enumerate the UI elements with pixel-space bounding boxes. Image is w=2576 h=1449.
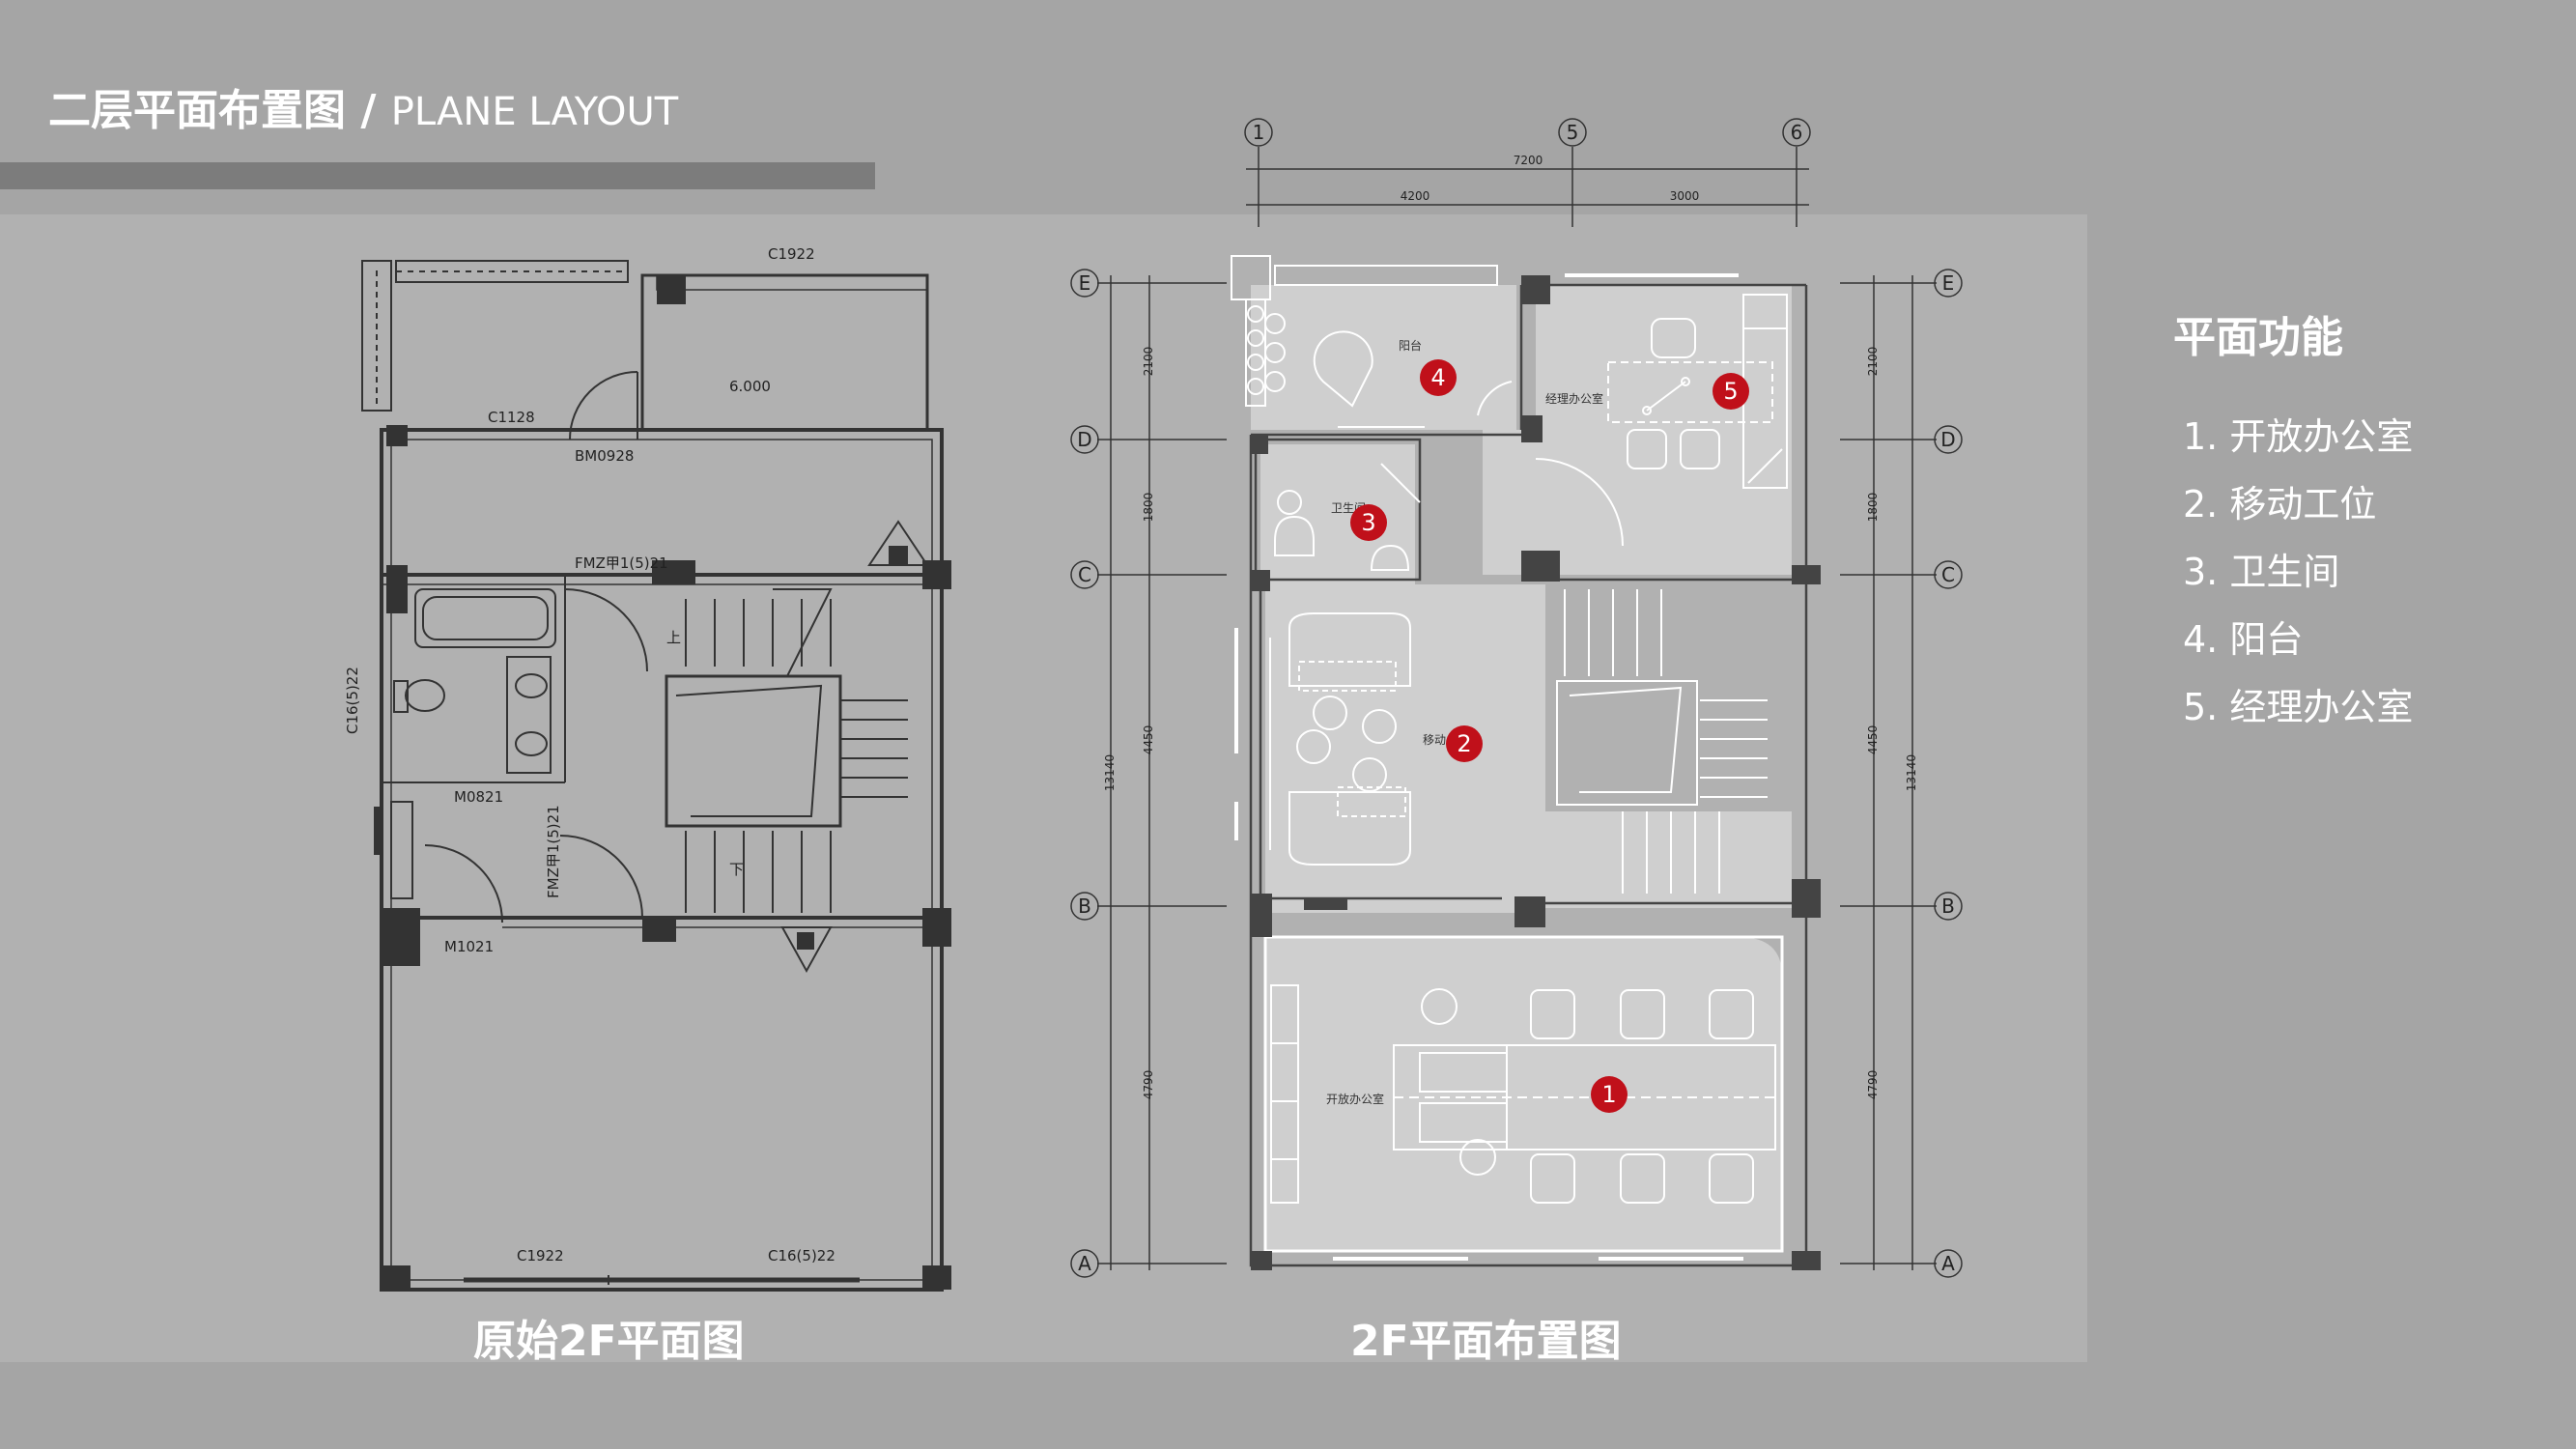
axis-left-D-circle <box>1070 425 1099 454</box>
axis-right-E-circle <box>1934 269 1963 298</box>
label-fmz-mid: FMZ甲1(5)21 <box>545 805 562 898</box>
label-stair-down: 下 <box>729 861 744 878</box>
axis-left-label-C: C <box>1078 563 1091 586</box>
label-c16-side: C16(5)22 <box>344 667 361 734</box>
marker-3-label: 3 <box>1361 509 1375 536</box>
dim-left-2100: 2100 <box>1142 347 1155 377</box>
label-c1922-top: C1922 <box>768 245 815 263</box>
marker-5 <box>1713 373 1749 410</box>
dim-top-left: 4200 <box>1401 189 1430 203</box>
axis-right-label-A: A <box>1941 1252 1955 1275</box>
dim-left-4450: 4450 <box>1142 725 1155 755</box>
dim-top-right: 3000 <box>1670 189 1700 203</box>
axis-top-label-6: 6 <box>1791 121 1803 144</box>
page-title: 二层平面布置图 / PLANE LAYOUT <box>48 75 678 137</box>
label-c1128: C1128 <box>488 409 535 426</box>
axis-left-label-A: A <box>1078 1252 1091 1275</box>
original-floor-plan: C1922 6.000 C1128 BM0928 FMZ甲1(5)21 C16(… <box>344 245 951 1292</box>
room-label-balcony: 阳台 <box>1399 338 1422 353</box>
axis-top-label-1: 1 <box>1253 121 1265 144</box>
dim-left-4790: 4790 <box>1142 1070 1155 1100</box>
functions-item: 1. 开放办公室 <box>2183 415 2414 458</box>
functions-item: 4. 阳台 <box>2183 618 2304 661</box>
axis-left-E-circle <box>1070 269 1099 298</box>
room-label-mobile: 移动 <box>1423 733 1446 747</box>
label-m1021: M1021 <box>444 938 494 955</box>
label-c16-bottom: C16(5)22 <box>768 1247 835 1264</box>
axis-left-label-D: D <box>1077 428 1091 451</box>
marker-1 <box>1591 1076 1628 1113</box>
dim-right-1800: 1800 <box>1866 493 1880 523</box>
axis-right-label-E: E <box>1942 271 1955 295</box>
marker-2-label: 2 <box>1457 730 1471 757</box>
marker-4 <box>1420 359 1457 396</box>
axis-right-label-B: B <box>1941 895 1955 918</box>
title-en: PLANE LAYOUT <box>390 90 679 134</box>
functions-item: 5. 经理办公室 <box>2183 686 2414 728</box>
axis-right-A-circle <box>1934 1249 1963 1278</box>
floor-layout-plan: 1 5 6 E D C B A E D C B A 7200 4200 3000… <box>1070 118 1963 1278</box>
dim-left-1800: 1800 <box>1142 493 1155 523</box>
axis-left-C-circle <box>1070 560 1099 589</box>
label-fmz-top: FMZ甲1(5)21 <box>575 554 668 572</box>
functions-item: 2. 移动工位 <box>2183 483 2377 526</box>
axis-top-5-circle <box>1558 118 1587 147</box>
room-label-open: 开放办公室 <box>1326 1092 1384 1106</box>
dim-left-total: 13140 <box>1103 754 1117 791</box>
axis-right-B-circle <box>1934 892 1963 921</box>
caption-original-plan: 原始2F平面图 <box>473 1317 745 1366</box>
label-c1922-bottom: C1922 <box>517 1247 564 1264</box>
dim-right-4450: 4450 <box>1866 725 1880 755</box>
functions-list: 1. 开放办公室 2. 移动工位 3. 卫生间 4. 阳台 5. 经理办公室 <box>2183 411 2413 749</box>
title-cn: 二层平面布置图 <box>48 86 346 135</box>
label-stair-up: 上 <box>666 629 681 646</box>
title-underline-bar <box>0 162 875 189</box>
label-m0821: M0821 <box>454 788 503 806</box>
axis-top-6-circle <box>1782 118 1811 147</box>
label-elevation: 6.000 <box>729 378 771 395</box>
functions-item: 3. 卫生间 <box>2183 551 2340 593</box>
marker-5-label: 5 <box>1723 378 1738 405</box>
dim-right-total: 13140 <box>1905 754 1918 791</box>
axis-right-D-circle <box>1934 425 1963 454</box>
title-separator: / <box>346 86 391 135</box>
marker-1-label: 1 <box>1601 1081 1616 1108</box>
axis-left-B-circle <box>1070 892 1099 921</box>
marker-4-label: 4 <box>1430 364 1445 391</box>
axis-left-A-circle <box>1070 1249 1099 1278</box>
dim-top-total: 7200 <box>1514 154 1543 167</box>
dim-right-2100: 2100 <box>1866 347 1880 377</box>
axis-left-label-B: B <box>1078 895 1091 918</box>
axis-top-label-5: 5 <box>1567 121 1579 144</box>
dim-right-4790: 4790 <box>1866 1070 1880 1100</box>
caption-layout-plan: 2F平面布置图 <box>1350 1317 1622 1366</box>
functions-title: 平面功能 <box>2173 313 2343 362</box>
room-label-manager: 经理办公室 <box>1545 391 1603 406</box>
label-bm0928: BM0928 <box>575 447 634 465</box>
axis-top-1-circle <box>1244 118 1273 147</box>
marker-2 <box>1446 725 1483 762</box>
axis-right-C-circle <box>1934 560 1963 589</box>
axis-right-label-D: D <box>1940 428 1955 451</box>
axis-right-label-C: C <box>1941 563 1955 586</box>
axis-left-label-E: E <box>1079 271 1091 295</box>
marker-3 <box>1350 504 1387 541</box>
